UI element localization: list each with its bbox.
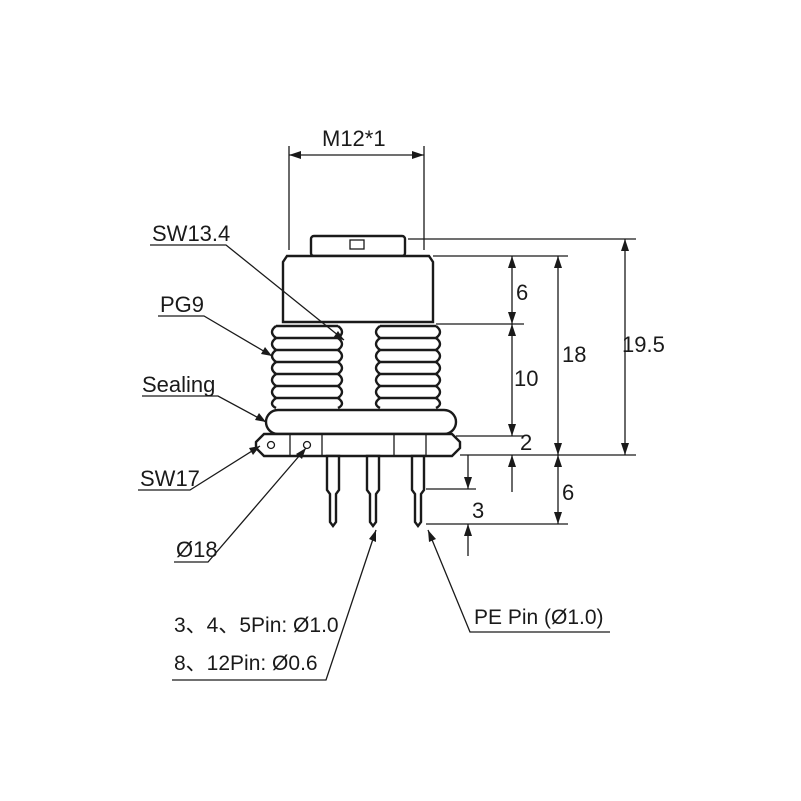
thread-left [270, 324, 344, 410]
top-cap-notch [349, 239, 365, 250]
connector-body [254, 234, 462, 528]
dim-6-bottom: 6 [562, 480, 574, 505]
label-pins-line2: 8、12Pin: Ø0.6 [174, 652, 318, 675]
sealing-ring [264, 408, 458, 436]
label-pins-line1: 3、4、5Pin: Ø1.0 [174, 614, 339, 637]
thread-right [374, 324, 442, 410]
top-cap [309, 234, 407, 258]
dim-19-5: 19.5 [622, 332, 665, 357]
leader-lines [138, 244, 610, 681]
dim-2: 2 [520, 430, 532, 455]
dim-3: 3 [472, 498, 484, 523]
hex-nut-sw134 [281, 254, 435, 324]
label-sw17: SW17 [140, 466, 200, 491]
dim-6-top: 6 [516, 280, 528, 305]
dim-10: 10 [514, 366, 538, 391]
dim-18: 18 [562, 342, 586, 367]
pin-middle [365, 454, 381, 528]
label-dia18: Ø18 [176, 537, 218, 562]
label-pe-pin: PE Pin (Ø1.0) [474, 606, 604, 629]
flange-nut-sw17 [254, 432, 462, 458]
dimension-lines [288, 146, 636, 556]
label-sw134: SW13.4 [152, 221, 230, 246]
pin-left [325, 454, 341, 528]
label-sealing: Sealing [142, 372, 215, 397]
label-pg9: PG9 [160, 292, 204, 317]
pins [325, 454, 426, 528]
label-thread-m12: M12*1 [322, 126, 386, 151]
flange-hole-left [266, 440, 276, 450]
flange-hole-right [302, 440, 312, 450]
pin-pe [410, 454, 426, 528]
